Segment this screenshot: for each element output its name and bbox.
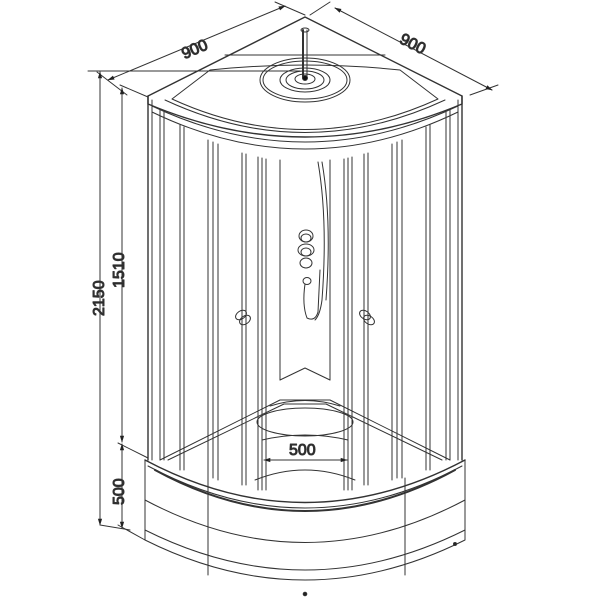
dimension-glass-height: 1510 xyxy=(111,84,149,443)
hand-shower-icon[interactable] xyxy=(302,269,321,320)
door-opening-label: 500 xyxy=(289,442,316,459)
dimension-door-opening: 500 xyxy=(263,442,348,463)
dimension-width-left: 900 xyxy=(96,1,306,96)
shower-tray xyxy=(144,459,466,597)
cabin-frame xyxy=(147,95,463,461)
right-door-handle-icon[interactable] xyxy=(358,308,376,326)
tray-floor xyxy=(159,399,451,481)
mixer-knob-icon[interactable] xyxy=(297,229,315,269)
width-left-label: 900 xyxy=(179,37,210,63)
left-door-handle-icon[interactable] xyxy=(234,308,252,326)
glass-height-label: 1510 xyxy=(111,252,128,288)
left-glass-panels[interactable] xyxy=(159,109,267,491)
control-panel xyxy=(314,161,329,321)
dimension-total-height: 2150 xyxy=(87,70,301,531)
right-glass-panels[interactable] xyxy=(343,109,451,491)
tray-height-label: 500 xyxy=(111,478,128,505)
dimension-tray-height: 500 xyxy=(111,442,149,541)
dimension-width-right: 900 xyxy=(309,1,499,96)
cabin-roof xyxy=(147,16,463,150)
rain-shower-icon xyxy=(259,27,351,103)
total-height-label: 2150 xyxy=(91,280,108,316)
